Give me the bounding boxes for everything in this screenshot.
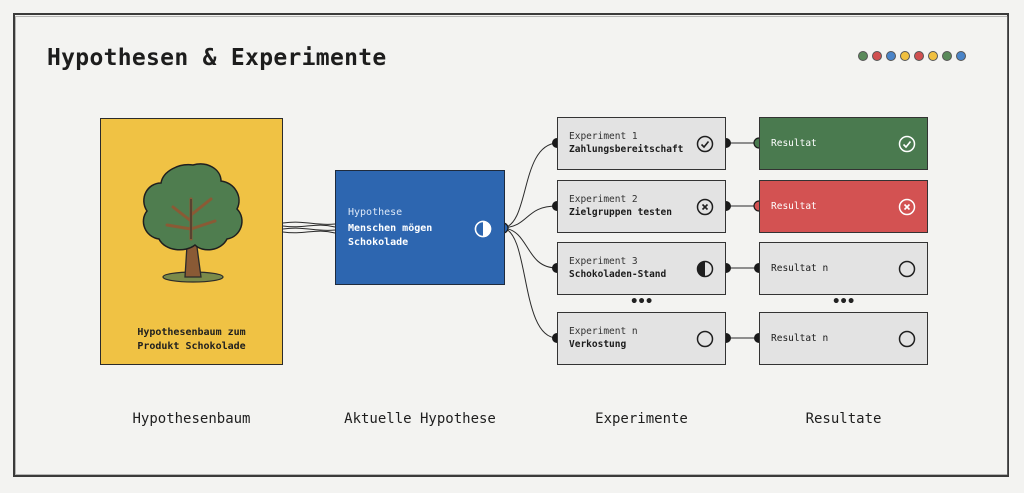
result-label: Resultat <box>771 138 817 149</box>
color-dot <box>942 51 952 61</box>
color-dot <box>956 51 966 61</box>
experiment-title: Experiment 2 <box>569 194 638 205</box>
experiment-card-n[interactable]: Experiment n Verkostung <box>557 312 726 365</box>
color-dot <box>872 51 882 61</box>
column-label-experiments: Experimente <box>595 411 688 427</box>
color-dot <box>914 51 924 61</box>
column-label-tree: Hypothesenbaum <box>132 411 251 427</box>
color-dot <box>900 51 910 61</box>
result-label: Resultat <box>771 201 817 212</box>
half-circle-icon <box>474 220 492 238</box>
result-card-n[interactable]: Resultat n <box>759 312 928 365</box>
experiment-title: Experiment n <box>569 326 638 337</box>
experiment-title: Experiment 1 <box>569 131 638 142</box>
hypothesis-tree-card: Hypothesenbaum zum Produkt Schokolade <box>100 118 283 365</box>
experiment-name: Zielgruppen testen <box>569 207 672 218</box>
hypothesis-line2: Schokolade <box>348 237 409 248</box>
experiment-name: Verkostung <box>569 339 627 350</box>
result-card-1[interactable]: Resultat <box>759 117 928 170</box>
experiment-title: Experiment 3 <box>569 256 638 267</box>
outer-frame <box>13 13 1009 477</box>
check-circle-icon <box>898 135 916 153</box>
empty-circle-icon <box>898 260 916 278</box>
experiment-card-2[interactable]: Experiment 2 Zielgruppen testen <box>557 180 726 233</box>
result-label: Resultat n <box>771 333 829 344</box>
results-ellipsis: ••• <box>832 294 855 310</box>
outer-frame-sketch <box>15 16 1008 475</box>
color-dot <box>858 51 868 61</box>
hypothesis-label: Hypothese <box>348 207 403 218</box>
tree-icon <box>142 163 243 283</box>
result-card-2[interactable]: Resultat <box>759 180 928 233</box>
experiment-name: Zahlungsbereitschaft <box>569 144 684 155</box>
column-label-results: Resultate <box>805 411 882 427</box>
x-circle-icon <box>898 198 916 216</box>
result-card-3[interactable]: Resultat n <box>759 242 928 295</box>
experiments-ellipsis: ••• <box>630 294 653 310</box>
experiment-card-1[interactable]: Experiment 1 Zahlungsbereitschaft <box>557 117 726 170</box>
color-dot <box>886 51 896 61</box>
empty-circle-icon <box>898 330 916 348</box>
hypothesis-line1: Menschen mögen <box>348 223 433 234</box>
experiment-name: Schokoladen-Stand <box>569 269 667 280</box>
page-title: Hypothesen & Experimente <box>47 45 387 71</box>
tree-caption-line1: Hypothesenbaum zum <box>137 327 246 338</box>
empty-circle-icon <box>696 330 714 348</box>
tree-caption-line2: Produkt Schokolade <box>137 341 246 352</box>
header-dots <box>858 51 966 61</box>
column-label-hypothesis: Aktuelle Hypothese <box>344 411 496 427</box>
half-circle-icon <box>696 260 714 278</box>
current-hypothesis-card: Hypothese Menschen mögen Schokolade <box>335 170 505 285</box>
x-circle-icon <box>696 198 714 216</box>
experiment-card-3[interactable]: Experiment 3 Schokoladen-Stand <box>557 242 726 295</box>
result-label: Resultat n <box>771 263 829 274</box>
color-dot <box>928 51 938 61</box>
check-circle-icon <box>696 135 714 153</box>
